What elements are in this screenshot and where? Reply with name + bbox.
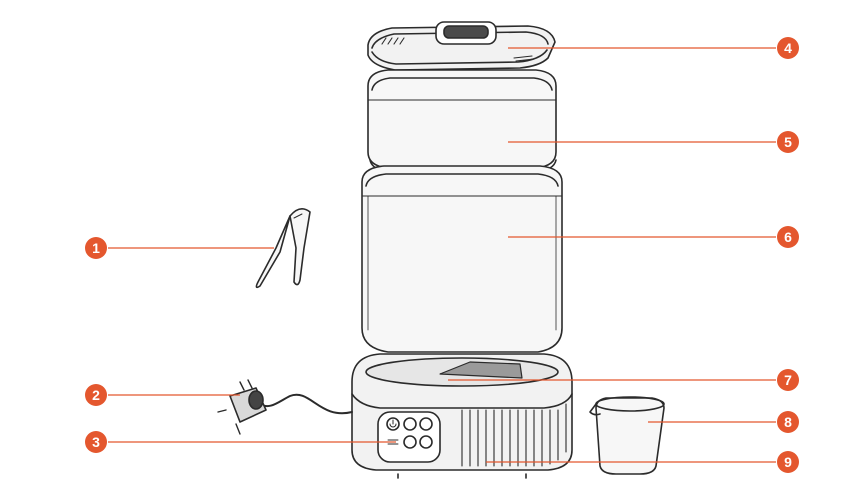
lid-illustration [367,21,556,71]
callout-7-number: 7 [784,372,792,388]
leader-lines [108,47,776,463]
power-cord-illustration [217,379,353,435]
tongs-illustration [255,208,311,289]
callout-2: 2 [85,384,107,406]
callout-9: 9 [777,451,799,473]
callout-4: 4 [777,37,799,59]
callout-2-number: 2 [92,387,100,403]
callout-5: 5 [777,131,799,153]
callout-1-number: 1 [92,240,100,256]
callout-6: 6 [777,226,799,248]
callout-3: 3 [85,431,107,453]
callout-8: 8 [777,411,799,433]
callout-7: 7 [777,369,799,391]
callout-6-number: 6 [784,229,792,245]
callout-8-number: 8 [784,414,792,430]
callout-1: 1 [85,237,107,259]
measuring-cup-illustration [589,396,665,475]
lower-basket-illustration [361,165,563,353]
callout-9-number: 9 [784,454,792,470]
callout-badges: 1 2 3 4 5 6 7 8 [85,37,799,473]
callout-5-number: 5 [784,134,792,150]
callout-4-number: 4 [784,40,792,56]
callout-3-number: 3 [92,434,100,450]
upper-basket-illustration [367,69,557,173]
base-unit-illustration [351,353,573,479]
